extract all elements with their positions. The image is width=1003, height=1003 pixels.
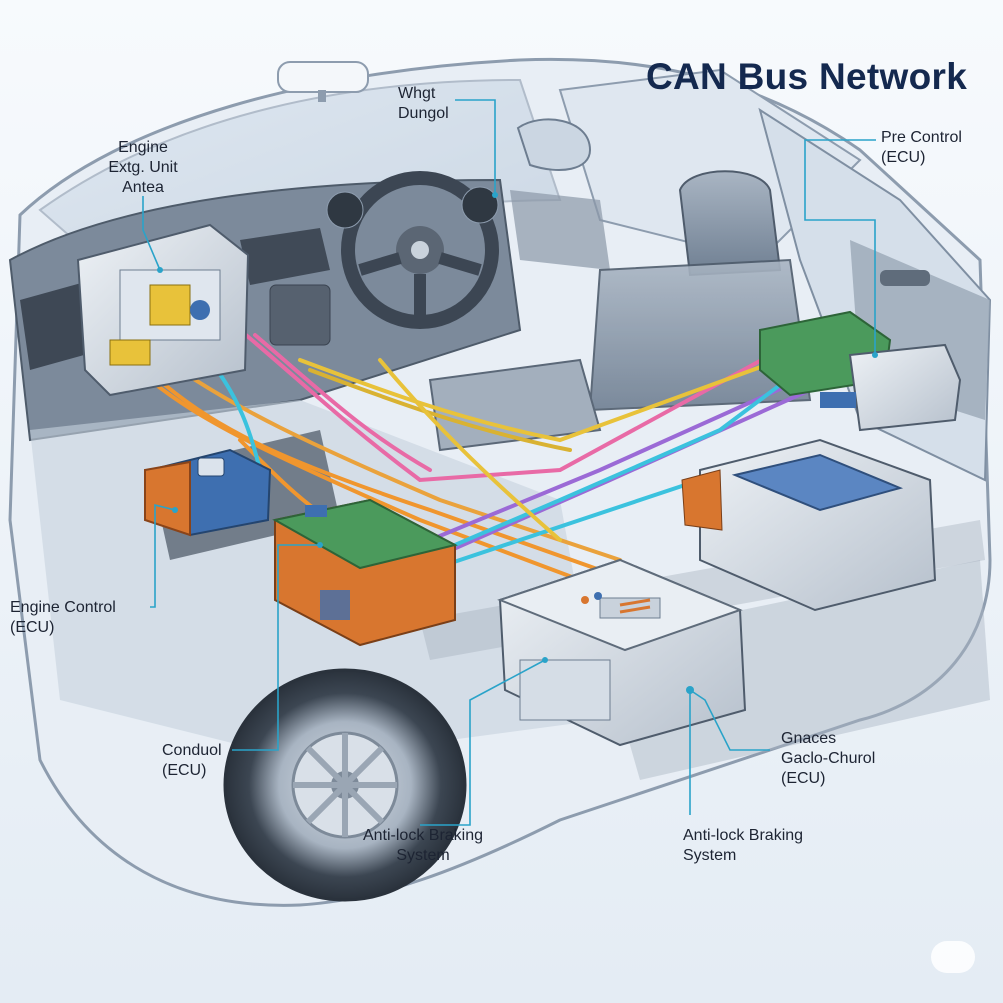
can-bus-wires <box>148 328 812 582</box>
conduol-module <box>272 498 458 647</box>
label-conduol: Conduol (ECU) <box>162 742 222 779</box>
label-abs-right: Anti-lock Braking System <box>683 827 804 864</box>
diagram-title: CAN Bus Network <box>646 56 968 97</box>
gnaces-module <box>681 438 937 612</box>
abs-module <box>497 558 747 747</box>
label-abs-center: Anti-lock Braking System <box>362 827 484 864</box>
pre-control-module <box>759 310 962 432</box>
label-leaders <box>142 99 876 826</box>
label-gnaces: Gnaces Gaclo-Churol (ECU) <box>781 730 876 787</box>
label-pre-control: Pre Control (ECU) <box>881 129 962 166</box>
leader-dots <box>157 192 878 694</box>
engine-control-module <box>144 448 272 537</box>
front-wheel <box>223 668 467 902</box>
corner-badge <box>931 941 975 973</box>
label-wght-dungol: Whgt Dungol <box>398 85 449 122</box>
engine-unit-module <box>76 223 250 397</box>
label-engine-unit: Engine Extg. Unit Antea <box>108 139 178 196</box>
label-engine-control: Engine Control (ECU) <box>10 599 116 636</box>
